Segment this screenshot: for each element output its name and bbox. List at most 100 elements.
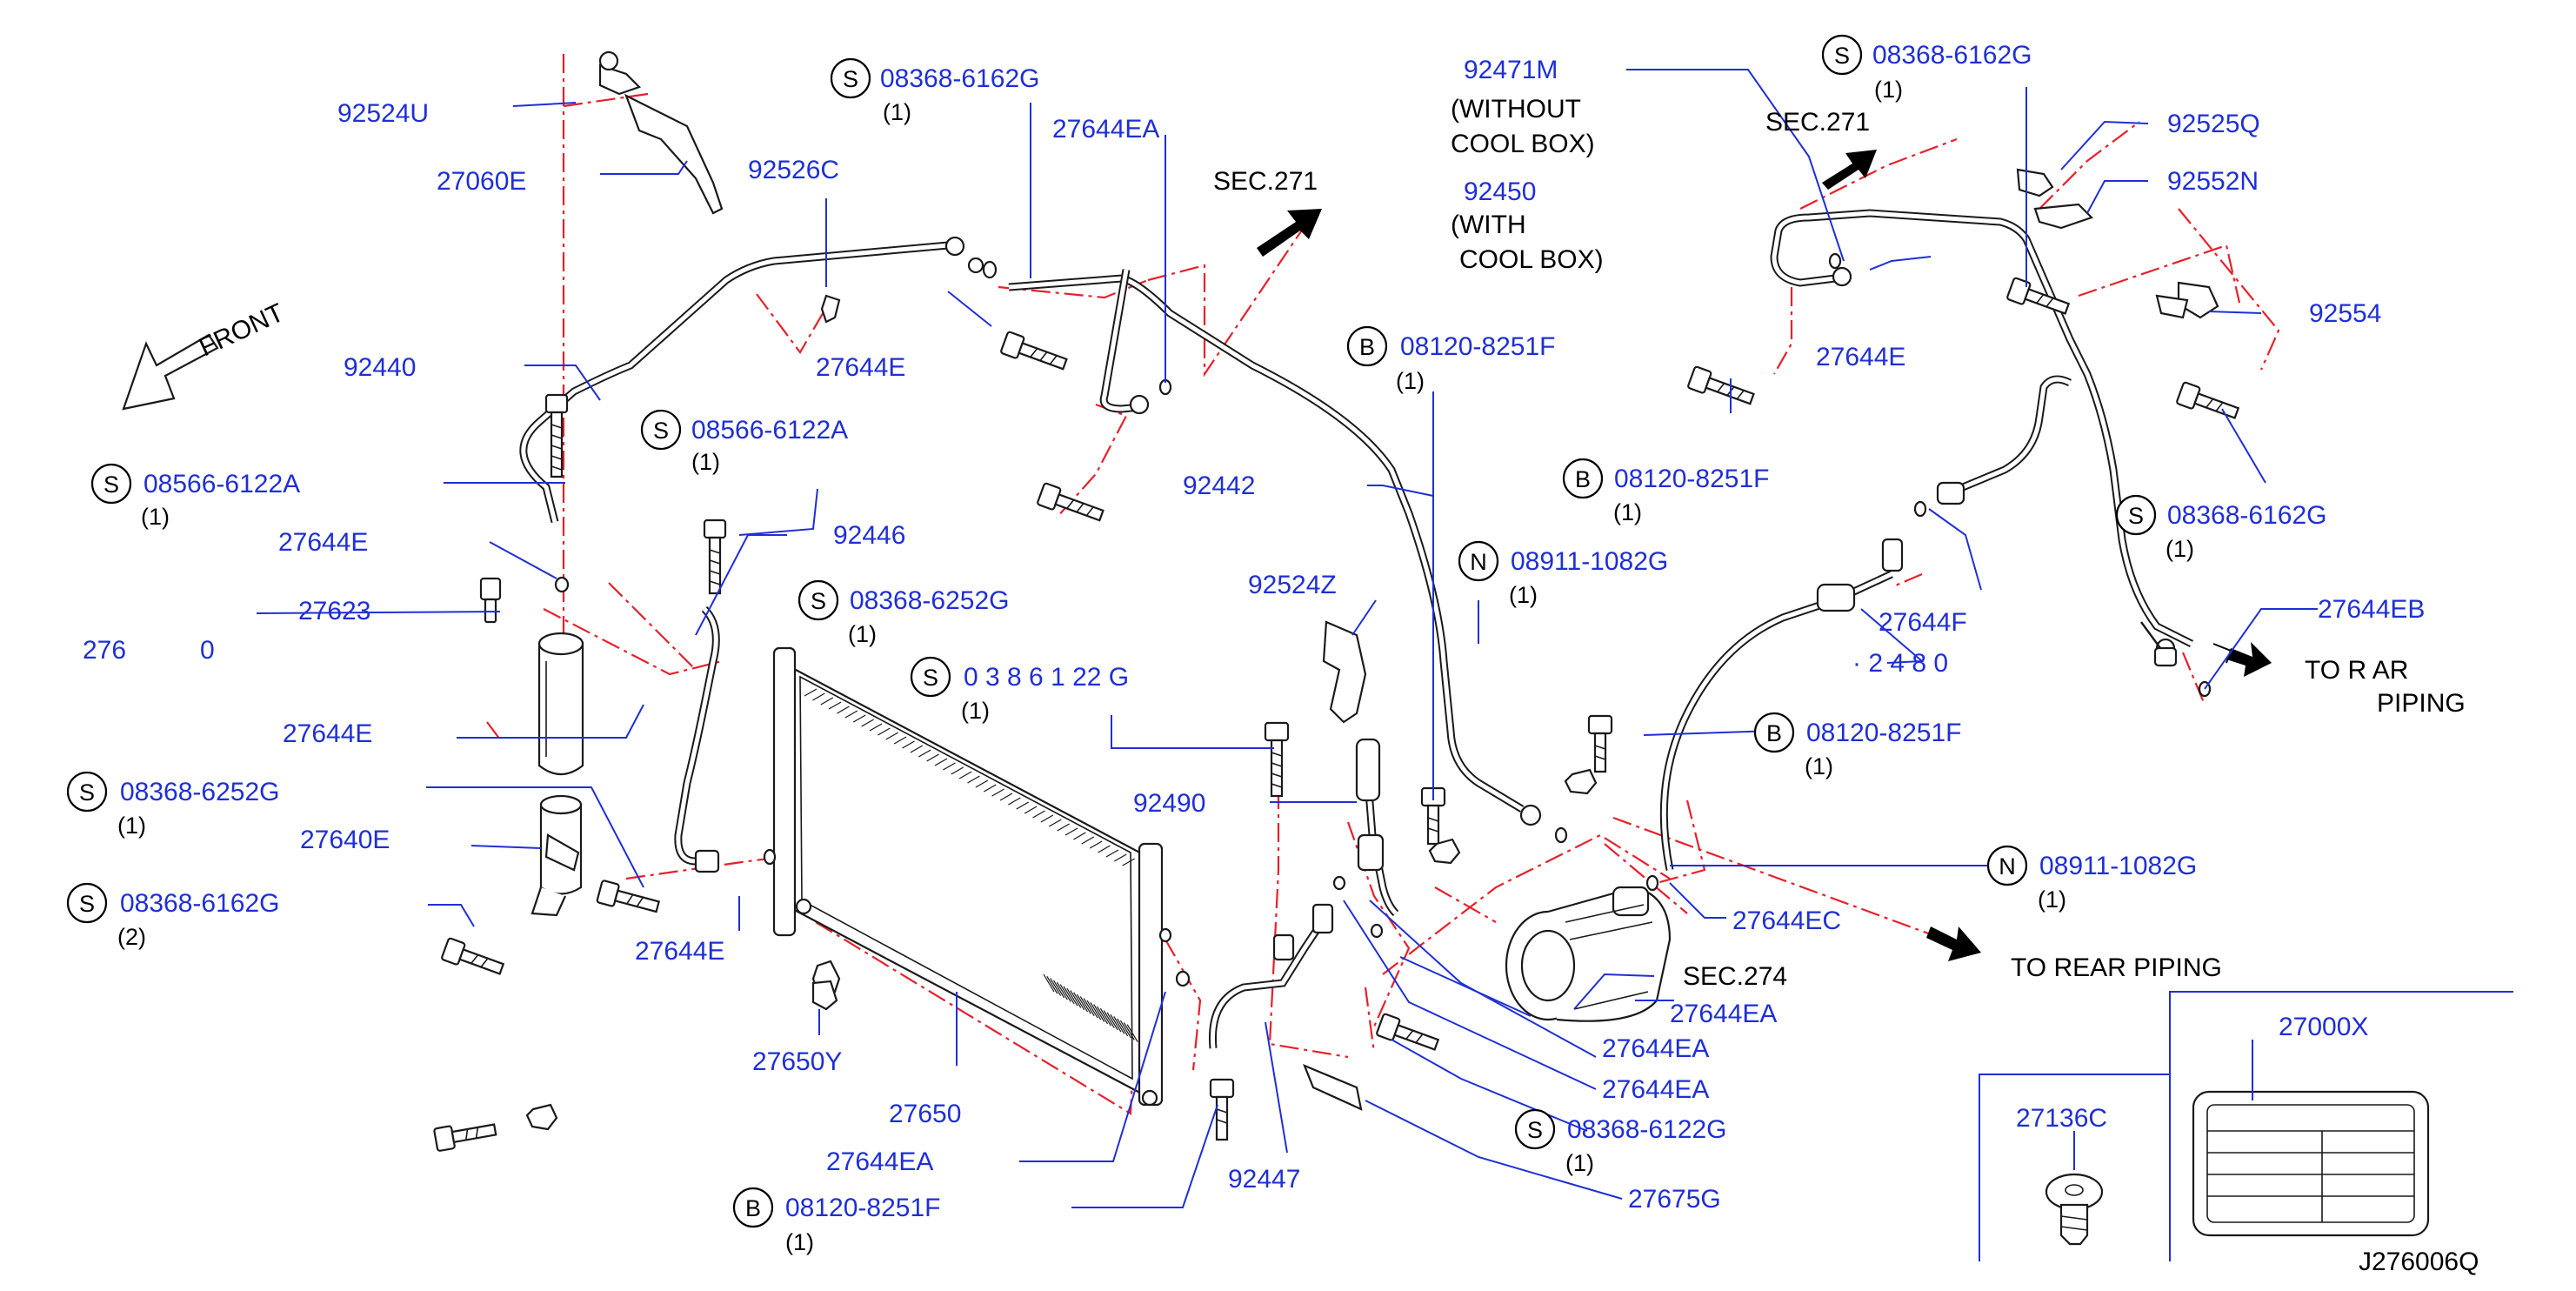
label-08368-6162G-d: 08368-6162G	[2167, 501, 2327, 530]
condenser-fin	[910, 745, 924, 753]
qty-08120-8251F-c: (1)	[1613, 499, 1642, 525]
label-27650: 27650	[889, 1100, 961, 1128]
label-sec274: SEC.274	[1683, 962, 1787, 991]
pipe-92447	[1208, 903, 1334, 1049]
svg-text:S: S	[103, 472, 119, 498]
condenser-fin	[1106, 1012, 1118, 1031]
condenser-fin	[1066, 987, 1078, 1007]
condenser-fin	[885, 732, 899, 740]
label-92554: 92554	[2309, 299, 2381, 328]
clamp-92554	[2155, 281, 2219, 319]
condenser-fin	[958, 771, 972, 779]
prefix-s-08368-6162G-d: S	[2115, 494, 2157, 536]
label-27675G: 27675G	[1628, 1185, 1721, 1214]
prefix-s-08368-6162G-c: S	[1821, 34, 1863, 76]
svg-text:S: S	[843, 66, 858, 92]
condenser-fin	[1098, 845, 1111, 853]
condenser-fin	[1070, 990, 1082, 1008]
condenser-fin	[1126, 1024, 1138, 1043]
qty-08120-8251F-d: (1)	[1805, 753, 1833, 779]
label-27060E: 27060E	[437, 167, 526, 196]
mount-27650Y	[811, 980, 838, 1011]
condenser-fin	[1053, 980, 1065, 999]
liquid-tank-27640	[537, 632, 584, 776]
prefix-n-08911-1082G-b: N	[1986, 845, 2028, 886]
label-92447: 92447	[1228, 1165, 1300, 1194]
condenser-fin	[820, 697, 834, 706]
svg-text:B: B	[1575, 466, 1591, 492]
bracket-27675G	[1303, 1063, 1363, 1111]
label-with-cool-box-2: COOL BOX)	[1459, 245, 1604, 274]
label-to-rear-piping-a2: PIPING	[2377, 689, 2466, 718]
condenser-fin	[1110, 1013, 1122, 1033]
condenser-fin	[1099, 1007, 1111, 1027]
label-92446: 92446	[833, 521, 905, 550]
qty-08368-6162G-a: (1)	[883, 99, 911, 125]
label-08368-6122G-a: 0 3 8 6 1 22 G	[964, 663, 1129, 692]
prefix-b-08120-8251F-d: B	[1753, 712, 1795, 753]
label-27000X: 27000X	[2279, 1013, 2368, 1041]
prefix-s-08566-6122A-a: S	[90, 463, 132, 505]
qty-08911-1082G-a: (1)	[1509, 582, 1538, 608]
condenser-fin	[999, 793, 1013, 801]
bracket-92552N	[2033, 203, 2094, 230]
label-27644EA-a: 27644EA	[1052, 115, 1159, 144]
label-27644EA-e: 27644EA	[1670, 1000, 1777, 1028]
prefix-s-08368-6162G-b: S	[66, 882, 108, 924]
condenser-fin	[975, 779, 989, 788]
condenser-fin	[983, 784, 997, 793]
prefix-s-08566-6122A-b: S	[640, 409, 682, 451]
label-08368-6162G-b: 08368-6162G	[120, 889, 280, 918]
svg-text:S: S	[1527, 1117, 1543, 1143]
svg-text:S: S	[2128, 503, 2144, 529]
svg-text:S: S	[79, 891, 95, 917]
condenser-fin	[804, 688, 818, 697]
qty-08911-1082G-b: (1)	[2038, 886, 2066, 913]
label-08120-8251F-b: 08120-8251F	[1400, 332, 1555, 361]
condenser-fin	[1090, 1001, 1102, 1020]
pipe-92490	[1355, 738, 1399, 917]
pipe-92442	[1008, 269, 1542, 826]
svg-text:S: S	[923, 665, 938, 691]
condenser-fin	[991, 788, 1004, 797]
label-to-rear-piping-b: TO REAR PIPING	[2011, 953, 2222, 982]
condenser-fin	[1122, 858, 1135, 866]
label-08368-6162G-a: 08368-6162G	[880, 64, 1040, 93]
condenser-fin	[1064, 827, 1078, 836]
condenser-fin	[893, 736, 907, 745]
label-without-cool-box-2: COOL BOX)	[1451, 130, 1595, 158]
condenser-fin	[1103, 1010, 1115, 1028]
condenser-fin	[1040, 814, 1054, 823]
pipe-92440	[519, 236, 984, 524]
label-08911-1082G-b: 08911-1082G	[2039, 852, 2197, 880]
pipe-92480	[1659, 538, 1904, 871]
label-front: FRONT	[195, 298, 289, 363]
condenser-fin	[1063, 986, 1075, 1005]
svg-text:N: N	[1999, 853, 2016, 880]
fasteners	[433, 277, 2240, 1152]
label-92442: 92442	[1183, 472, 1255, 500]
label-08120-8251F-d: 08120-8251F	[1806, 719, 1961, 747]
condenser-fin	[828, 701, 842, 710]
label-27640E: 27640E	[300, 826, 390, 854]
label-92440: 92440	[344, 353, 416, 382]
qty-08368-6122G-a: (1)	[961, 698, 990, 724]
qty-08120-8251F-a: (1)	[785, 1229, 814, 1255]
label-to-rear-piping-a1: TO R AR	[2305, 656, 2408, 685]
svg-text:S: S	[811, 588, 826, 614]
condenser-27650	[772, 646, 1164, 1107]
label-sec271-a: SEC.271	[1213, 167, 1318, 196]
condenser-fin	[1089, 840, 1103, 849]
condenser-fin	[1073, 832, 1086, 840]
label-08911-1082G-a: 08911-1082G	[1511, 547, 1668, 576]
o-rings	[554, 252, 2212, 987]
label-08566-6122A-a: 08566-6122A	[143, 470, 300, 498]
label-2764-0: 276	[83, 636, 126, 665]
prefix-b-08120-8251F-b: B	[1346, 325, 1388, 367]
prefix-n-08911-1082G-a: N	[1458, 540, 1499, 582]
condenser-fin	[852, 714, 866, 723]
prefix-b-08120-8251F-c: B	[1562, 458, 1604, 499]
sensor-27623	[479, 577, 502, 624]
label-27644E-a: 27644E	[816, 353, 905, 382]
